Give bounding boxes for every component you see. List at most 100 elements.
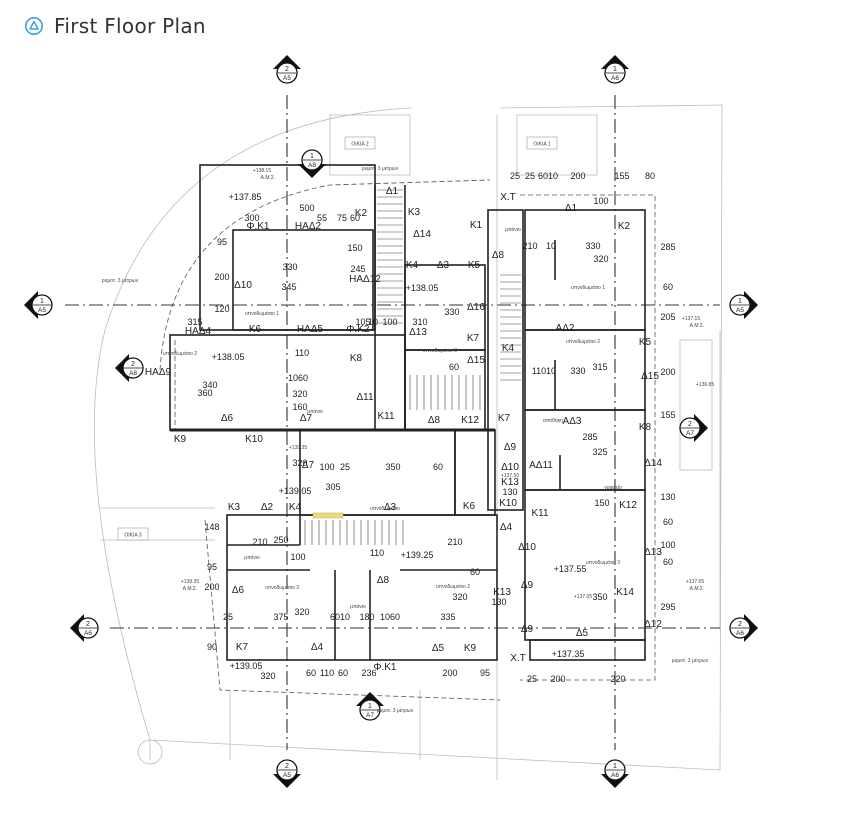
- setback-dashed-lines: [159, 179, 656, 701]
- element-tag: K7: [467, 333, 480, 344]
- dimension-label: 90: [207, 642, 217, 652]
- dimension-label: 320: [292, 458, 307, 468]
- dimension-label: 80: [645, 171, 655, 181]
- dimension-label: 200: [214, 272, 229, 282]
- element-tag: K4: [289, 502, 302, 513]
- element-tag: K7: [498, 413, 511, 424]
- dimension-label: +139.05: [230, 661, 263, 671]
- room-note: +137.50: [501, 473, 519, 479]
- dimension-label: 305: [325, 482, 340, 492]
- dimension-label: 315: [592, 362, 607, 372]
- room-note: μπάνιο: [350, 603, 366, 610]
- dimension-label: 60: [663, 557, 673, 567]
- dimension-label: 285: [582, 432, 597, 442]
- dimension-label: 335: [440, 612, 455, 622]
- room-note: A.M.Σ.: [261, 175, 276, 181]
- room-note: A.M.Σ.: [690, 586, 705, 592]
- section-number: 1: [613, 66, 617, 73]
- dimension-label: 150: [347, 243, 362, 253]
- section-marker: 2A8: [115, 354, 144, 382]
- dimension-label: 236: [361, 668, 376, 678]
- neighbor-labels: ΟΙΚΙΑ 2 ΟΙΚΙΑ 1 ΟΙΚΙΑ 3: [117, 136, 558, 541]
- element-tag: AΔ3: [563, 416, 582, 427]
- room-note: αποθήκη: [543, 417, 563, 424]
- dimension-label: 320: [452, 592, 467, 602]
- dimension-label: 320: [292, 389, 307, 399]
- room-note: +139.35: [181, 579, 199, 585]
- dimension-label: 300: [244, 213, 259, 223]
- element-tag: Δ14: [413, 229, 431, 240]
- element-tag: K3: [408, 207, 421, 218]
- room-note: υπνοδωμάτιο 1: [245, 310, 279, 317]
- element-tag: K6: [249, 324, 262, 335]
- section-marker: 2A6: [70, 614, 99, 642]
- element-tag: HAΔ4: [185, 326, 212, 337]
- element-tag: K4: [502, 343, 515, 354]
- dimension-label: 110: [370, 548, 384, 558]
- element-tag: Δ6: [221, 413, 234, 424]
- room-note: μπάνιο: [244, 554, 260, 561]
- dimension-label: 180: [359, 612, 374, 622]
- element-tag: Δ15: [467, 355, 485, 366]
- element-tag: Δ4: [311, 642, 324, 653]
- dimension-label: 150: [594, 498, 609, 508]
- dimension-label: 315: [187, 317, 202, 327]
- dimension-label: 350: [592, 592, 607, 602]
- walls: [169, 164, 646, 661]
- dimension-label: 155: [614, 171, 629, 181]
- section-number: 2: [131, 361, 135, 368]
- dimension-label: 340: [202, 380, 217, 390]
- dimension-label: 130: [491, 597, 506, 607]
- dimension-label: 320: [294, 607, 309, 617]
- room-note: +137.65: [686, 579, 704, 585]
- room-note: υπνοδωμάτιο 3: [423, 347, 457, 354]
- section-number: 2: [285, 763, 289, 770]
- dimension-label: 325: [592, 447, 607, 457]
- element-tag: K14: [616, 587, 634, 598]
- dimension-label: 210: [252, 537, 267, 547]
- dimension-label: 200: [660, 367, 675, 377]
- element-tag: K13: [493, 587, 511, 598]
- dimension-label: 10: [546, 241, 556, 251]
- dimension-label: 200: [204, 582, 219, 592]
- dimension-label: 75: [337, 213, 347, 223]
- element-tag: Δ3: [384, 502, 397, 513]
- dimension-label: +138.05: [406, 283, 439, 293]
- dimension-label: 250: [273, 535, 288, 545]
- section-marker: 1A5: [24, 291, 53, 319]
- dimension-label: 350: [385, 462, 400, 472]
- dimension-label: 360: [197, 388, 212, 398]
- dimension-label: 330: [444, 307, 459, 317]
- section-number: 1: [738, 298, 742, 305]
- dimension-label: +137.35: [552, 649, 585, 659]
- room-note: υπνοδωμάτιο 2: [163, 350, 197, 357]
- element-tag: K6: [463, 501, 476, 512]
- element-tag: K3: [228, 502, 241, 513]
- section-sheet: A6: [611, 75, 619, 82]
- room-note: υπνοδωμάτιο 3: [586, 559, 620, 566]
- element-tag: Δ12: [644, 619, 662, 630]
- room-note: ρυμοτ. 3 μέτρων: [672, 657, 709, 664]
- dimension-label: 120: [214, 304, 229, 314]
- dimension-label: 60: [449, 362, 459, 372]
- dimension-label: +137.55: [554, 564, 587, 574]
- element-tag: Δ1: [565, 203, 578, 214]
- section-sheet: A5: [283, 75, 291, 82]
- element-tag: Δ3: [437, 260, 450, 271]
- dimension-label: +137.85: [229, 192, 262, 202]
- dimension-label: 60: [338, 668, 348, 678]
- dimension-label: 210: [522, 241, 537, 251]
- element-tag: Δ10: [518, 542, 536, 553]
- section-number: 1: [368, 703, 372, 710]
- dimension-label: 200: [442, 668, 457, 678]
- dimension-label: 55: [317, 213, 327, 223]
- dimension-label: 10: [340, 612, 350, 622]
- dimension-label: 110: [320, 668, 334, 678]
- dimension-label: 105: [355, 317, 370, 327]
- dimension-label: 10: [368, 317, 378, 327]
- element-tag: Δ10: [501, 462, 519, 473]
- neighbor-label: ΟΙΚΙΑ 3: [124, 533, 141, 539]
- element-tag: Δ6: [232, 585, 245, 596]
- dimension-label: 110: [295, 348, 309, 358]
